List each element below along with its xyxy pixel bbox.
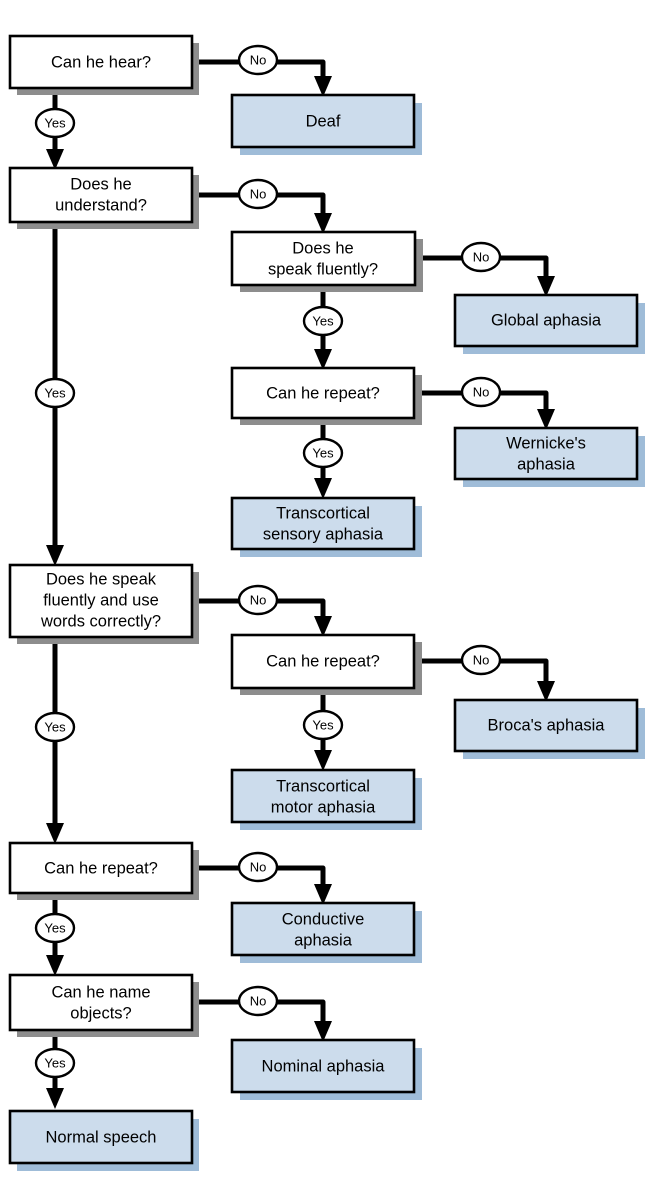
node-transcortical-motor-aphasia[interactable]: Transcortical motor aphasia <box>230 768 422 830</box>
node-deaf[interactable]: Deaf <box>230 93 422 155</box>
node-normal-speech[interactable]: Normal speech <box>8 1109 199 1171</box>
node-label-line1: Does he speak <box>46 570 157 588</box>
edge-badge-yes-2: Yes <box>34 377 76 409</box>
node-label: Broca's aphasia <box>488 716 606 734</box>
node-can-he-name-objects[interactable]: Can he name objects? <box>8 973 199 1037</box>
node-label-line1: Transcortical <box>276 504 370 522</box>
node-label: Nominal aphasia <box>262 1057 386 1075</box>
edge-badge-no-1: No <box>237 44 279 76</box>
edge-badge-yes-8: Yes <box>34 1047 76 1079</box>
node-transcortical-sensory-aphasia[interactable]: Transcortical sensory aphasia <box>230 496 422 557</box>
edge-q5-to-q6 <box>192 598 332 637</box>
edge-q2-to-q3 <box>192 192 332 234</box>
node-label-line1: Can he name <box>51 983 150 1001</box>
node-does-he-understand[interactable]: Does he understand? <box>8 166 199 229</box>
edge-badge-label: No <box>473 384 490 399</box>
edge-badge-yes-1: Yes <box>34 107 76 139</box>
node-wernickes-aphasia[interactable]: Wernicke's aphasia <box>453 426 645 487</box>
node-can-he-hear[interactable]: Can he hear? <box>8 34 199 95</box>
node-label-line2: aphasia <box>294 931 353 949</box>
edge-badge-no-3: No <box>460 241 502 273</box>
edge-q7-to-conductive-aphasia <box>192 865 332 905</box>
edge-badge-label: Yes <box>44 1055 66 1070</box>
edge-badge-no-7: No <box>237 851 279 883</box>
edge-badge-yes-5: Yes <box>34 711 76 743</box>
edge-q6-to-brocas-aphasia <box>415 658 555 702</box>
node-label: Can he repeat? <box>266 652 380 670</box>
node-label: Normal speech <box>46 1128 157 1146</box>
node-label-line1: Transcortical <box>276 777 370 795</box>
edge-badge-label: Yes <box>312 445 334 460</box>
edge-badge-no-2: No <box>237 178 279 210</box>
node-can-he-repeat-1[interactable]: Can he repeat? <box>230 366 422 425</box>
edge-badge-yes-6: Yes <box>302 709 344 741</box>
node-brocas-aphasia[interactable]: Broca's aphasia <box>453 698 645 759</box>
edge-badge-label: No <box>473 652 490 667</box>
node-label-line2: aphasia <box>517 455 576 473</box>
node-label-line1: Does he <box>292 239 353 257</box>
node-does-he-speak-fluently-and-use-words-correctly[interactable]: Does he speak fluently and use words cor… <box>8 563 199 644</box>
node-label-line2: speak fluently? <box>268 260 378 278</box>
node-label: Can he repeat? <box>44 859 158 877</box>
node-conductive-aphasia[interactable]: Conductive aphasia <box>230 901 422 963</box>
node-label-line2: motor aphasia <box>271 798 376 816</box>
edge-badge-label: No <box>250 186 267 201</box>
node-label: Can he hear? <box>51 53 151 71</box>
edge-badge-yes-3: Yes <box>302 305 344 337</box>
node-label: Global aphasia <box>491 311 602 329</box>
node-label-line1: Does he <box>70 175 131 193</box>
edge-q4-to-wernickes-aphasia <box>415 390 555 430</box>
node-nominal-aphasia[interactable]: Nominal aphasia <box>230 1038 422 1100</box>
node-can-he-repeat-3[interactable]: Can he repeat? <box>8 841 199 900</box>
edge-badge-no-5: No <box>237 584 279 616</box>
node-label-line1: Conductive <box>282 910 365 928</box>
edge-badge-label: Yes <box>44 385 66 400</box>
edge-badge-label: Yes <box>312 717 334 732</box>
edge-badge-no-4: No <box>460 376 502 408</box>
node-label-line2: sensory aphasia <box>263 525 384 543</box>
node-does-he-speak-fluently[interactable]: Does he speak fluently? <box>230 230 423 292</box>
edge-badge-label: Yes <box>312 313 334 328</box>
node-label: Deaf <box>306 112 341 130</box>
node-label-line1: Wernicke's <box>506 434 586 452</box>
node-can-he-repeat-2[interactable]: Can he repeat? <box>230 633 422 695</box>
edge-q8-to-nominal-aphasia <box>192 999 332 1042</box>
node-label-line3: words correctly? <box>40 612 161 630</box>
node-label: Can he repeat? <box>266 384 380 402</box>
node-global-aphasia[interactable]: Global aphasia <box>453 293 645 354</box>
edge-badge-no-6: No <box>460 644 502 676</box>
edge-badge-label: Yes <box>44 920 66 935</box>
edge-badge-yes-4: Yes <box>302 437 344 469</box>
edge-badge-label: Yes <box>44 115 66 130</box>
node-label-line2: understand? <box>55 196 147 214</box>
edge-q1-to-deaf <box>192 59 332 97</box>
edge-badge-label: No <box>473 249 490 264</box>
edge-q3-to-global-aphasia <box>415 255 555 297</box>
edge-badge-yes-7: Yes <box>34 912 76 944</box>
edge-badge-label: Yes <box>44 719 66 734</box>
edge-badge-no-8: No <box>237 985 279 1017</box>
node-label-line2: objects? <box>70 1004 131 1022</box>
edge-badge-label: No <box>250 592 267 607</box>
edge-badge-label: No <box>250 859 267 874</box>
edge-badge-label: No <box>250 993 267 1008</box>
edge-badge-label: No <box>250 52 267 67</box>
node-label-line2: fluently and use <box>43 591 159 609</box>
